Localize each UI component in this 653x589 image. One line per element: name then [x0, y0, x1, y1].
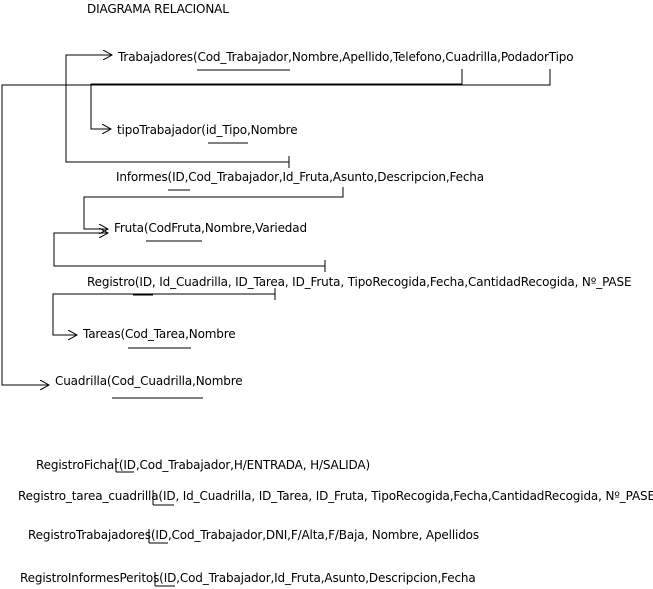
table-registro-informes-peritos: RegistroInformesPeritos(ID,Cod_Trabajado… [20, 571, 476, 585]
relation-fruta: Fruta(CodFruta,Nombre,Variedad [114, 221, 307, 235]
relation-tareas: Tareas(Cod_Tarea,Nombre [83, 327, 236, 341]
relation-informes: Informes(ID,Cod_Trabajador,Id_Fruta,Asun… [116, 170, 484, 184]
diagram-title: DIAGRAMA RELACIONAL [87, 2, 229, 16]
fk-registro-tareas [52, 293, 275, 335]
fk-trabajadores-cuadrilla [1, 69, 551, 385]
table-registro-tarea-cuadrilla: Registro_tarea_cuadrilla(ID, Id_Cuadrill… [18, 489, 653, 503]
fk-informes-trabajadores [65, 55, 289, 163]
fk-informes-fruta [83, 187, 344, 229]
fk-trabajadores-tipotrabajador [90, 69, 463, 129]
relation-registro: Registro(ID, Id_Cuadrilla, ID_Tarea, ID_… [87, 275, 632, 289]
table-registro-trabajadores: RegistroTrabajadores(ID,Cod_Trabajador,D… [28, 528, 479, 542]
relation-trabajadores: Trabajadores(Cod_Trabajador,Nombre,Apell… [118, 50, 574, 64]
table-registro-fichar: RegistroFichar(ID,Cod_Trabajador,H/ENTRA… [36, 458, 370, 472]
fk-registro-fruta [53, 233, 325, 267]
relation-tipo-trabajador: tipoTrabajador(id_Tipo,Nombre [117, 123, 298, 137]
relation-cuadrilla: Cuadrilla(Cod_Cuadrilla,Nombre [55, 374, 243, 388]
